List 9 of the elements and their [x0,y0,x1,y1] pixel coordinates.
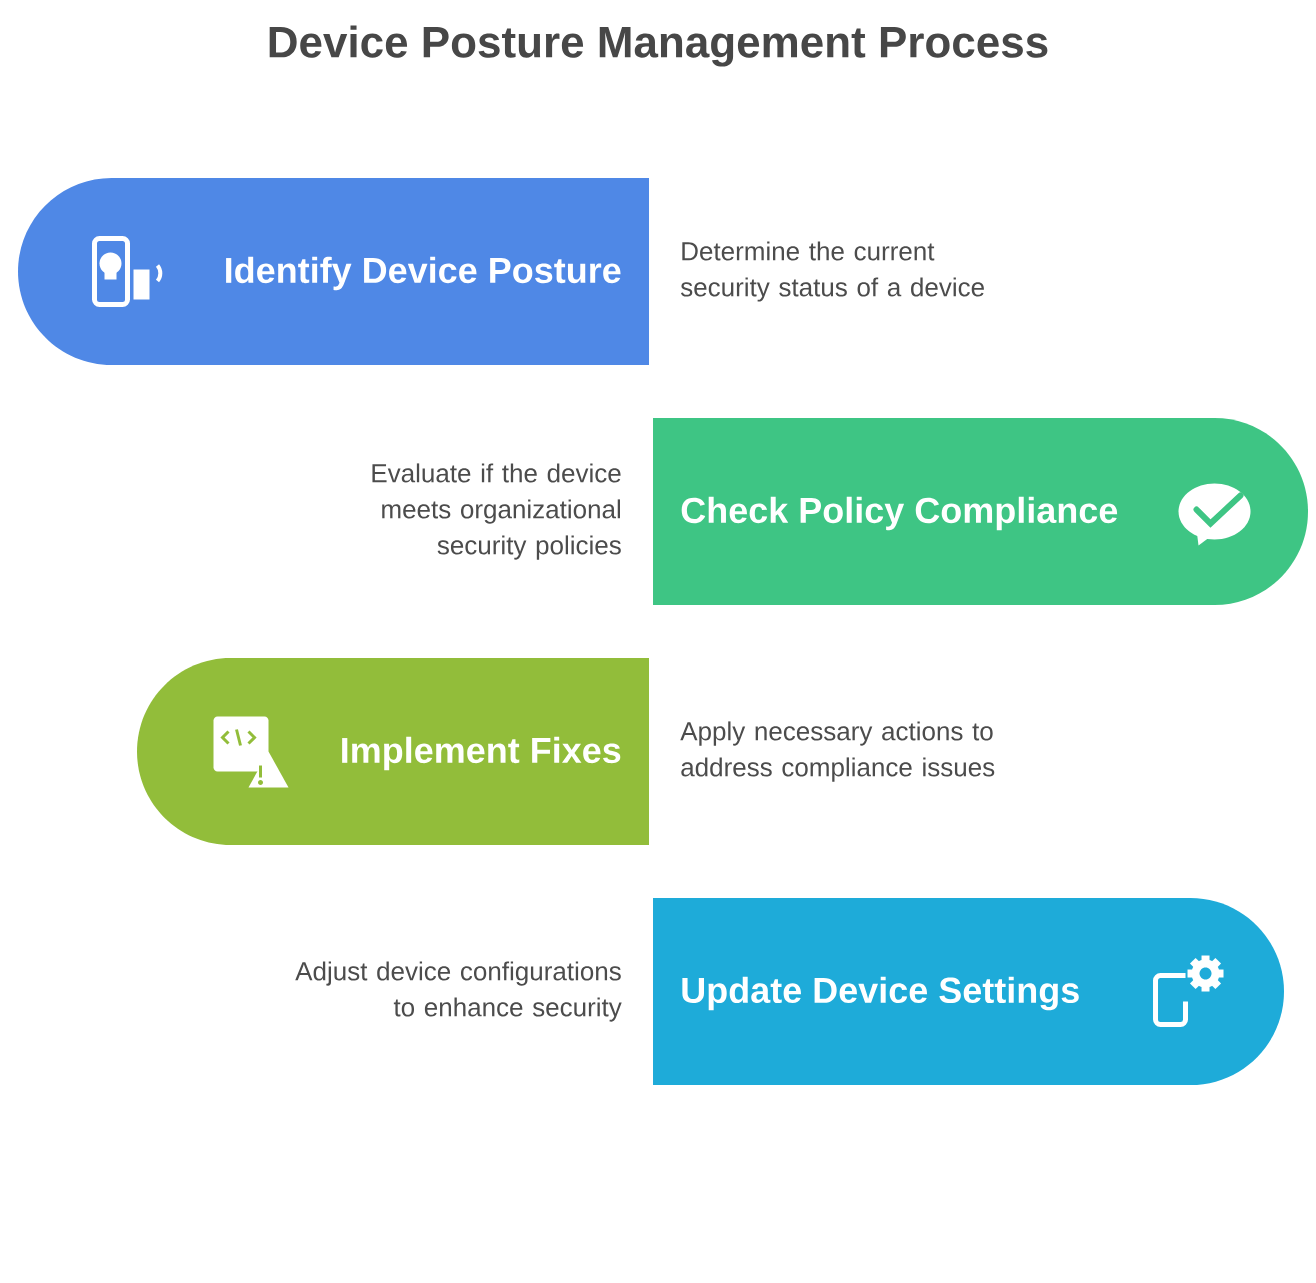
description: Adjust device configurations to enhance security [295,961,622,1022]
process-pill: Implement Fixes [137,658,649,845]
description: Apply necessary actions to address compliance issues [680,721,995,782]
process-pill: Update Device Settings [653,898,1284,1085]
description: Determine the current security status of a device [680,241,984,302]
title: Device Posture Management Process [269,25,1048,67]
process-pill: Check Policy Compliance [653,418,1308,605]
process-pill: Identify Device Posture [18,178,649,365]
description: Evaluate if the device meets organizational security policies [372,463,621,560]
